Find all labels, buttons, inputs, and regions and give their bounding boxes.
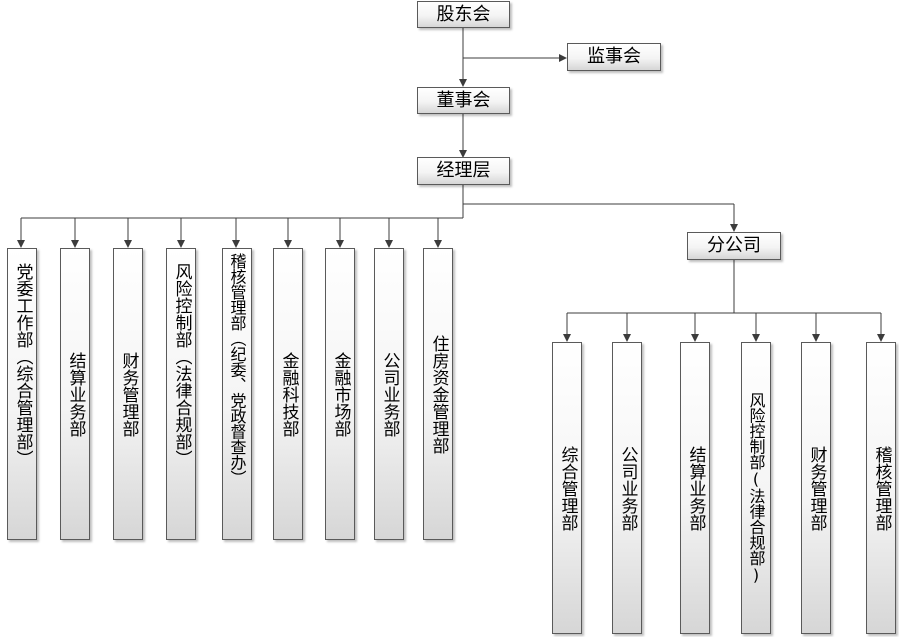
branch-dept-label: 结算业务部: [685, 445, 706, 531]
hq-dept-label: 金融市场部: [330, 351, 351, 437]
branch-dept-label: 风险控制部(法律合规部): [746, 392, 766, 584]
branch-dept-label: 公司业务部: [617, 445, 638, 531]
branch-dept-risk-control: 风险控制部(法律合规部): [741, 342, 771, 634]
branch-dept-corporate-business: 公司业务部: [612, 342, 642, 634]
board-box: 董事会: [417, 87, 510, 114]
hq-dept-label: 住房资金管理部: [428, 334, 449, 454]
branch-dept-finance: 财务管理部: [801, 342, 831, 634]
hq-dept-fintech: 金融科技部: [273, 248, 303, 540]
branch-dept-settlement: 结算业务部: [680, 342, 710, 634]
hq-dept-corporate-business: 公司业务部: [374, 248, 404, 540]
hq-dept-label: 党委工作部（综合管理部）: [12, 263, 33, 467]
hq-dept-label: 风险控制部（法律合规部）: [171, 263, 192, 467]
hq-dept-risk-control: 风险控制部（法律合规部）: [166, 248, 196, 540]
hq-dept-label: 金融科技部: [278, 351, 299, 437]
hq-dept-finance: 财务管理部: [113, 248, 143, 540]
management-box: 经理层: [417, 157, 510, 185]
hq-dept-label: 公司业务部: [379, 351, 400, 437]
hq-dept-settlement: 结算业务部: [60, 248, 90, 540]
hq-dept-label: 稽核管理部（纪委、党政督查办）: [227, 253, 247, 486]
hq-dept-label: 财务管理部: [118, 351, 139, 437]
hq-dept-label: 结算业务部: [65, 351, 86, 437]
hq-dept-financial-markets: 金融市场部: [325, 248, 355, 540]
branch-box: 分公司: [687, 232, 781, 260]
hq-dept-party-committee: 党委工作部（综合管理部）: [7, 248, 37, 540]
branch-dept-label: 综合管理部: [557, 445, 578, 531]
hq-dept-audit: 稽核管理部（纪委、党政督查办）: [222, 248, 252, 540]
branch-dept-label: 稽核管理部: [871, 445, 892, 531]
branch-dept-label: 财务管理部: [806, 445, 827, 531]
branch-dept-general-management: 综合管理部: [552, 342, 582, 634]
supervisors-box: 监事会: [567, 43, 661, 71]
hq-dept-housing-fund: 住房资金管理部: [423, 248, 453, 540]
branch-dept-audit: 稽核管理部: [866, 342, 896, 634]
shareholders-box: 股东会: [417, 1, 510, 28]
